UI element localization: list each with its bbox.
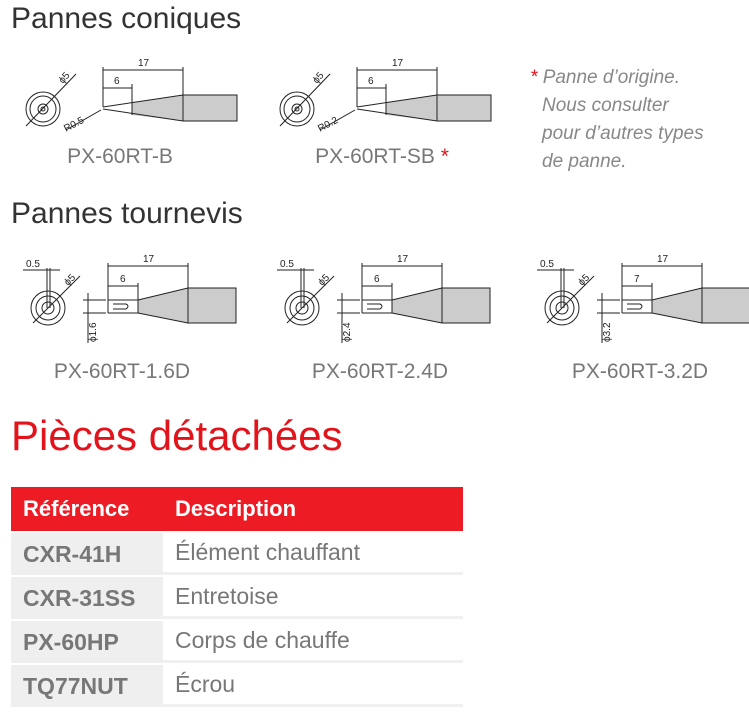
tip-diagram-conical-2: ϕ5 17 6R0.2 [279,58,492,135]
tip-diagram-screwdriver-3: 0.5 ϕ5 17 7 ϕ3.2 [537,254,749,343]
header-description: Description [175,496,297,521]
model-label: PX-60RT-3.2D [571,360,709,383]
svg-text:6: 6 [374,274,380,285]
section-title-conical: Pannes coniques [11,2,242,35]
svg-text:ϕ1.6: ϕ1.6 [88,322,99,342]
model-label: PX-60RT-1.6D [53,360,191,383]
svg-text:R0.5: R0.5 [62,115,86,135]
svg-text:17: 17 [392,58,404,69]
note: * Panne d’origine. Nous consulter pour d… [530,67,704,172]
svg-text:0.5: 0.5 [280,259,294,270]
section-title-screwdriver: Pannes tournevis [11,197,243,230]
tip-diagram-screwdriver-2: 0.5 ϕ5 17 6 ϕ2.4 [277,254,491,343]
table-header: Référence Description [11,487,463,531]
svg-text:0.5: 0.5 [26,259,40,270]
svg-text:0.5: 0.5 [540,259,554,270]
svg-text:ϕ5: ϕ5 [57,70,73,86]
model-label: PX-60RT-B [67,145,173,168]
svg-text:17: 17 [138,58,150,69]
model-label: PX-60RT-2.4D [311,360,449,383]
svg-text:17: 17 [397,254,409,265]
tip-diagram-screwdriver-1: 0.5 ϕ5 17 6 ϕ1.6 [23,254,237,343]
tip-diagram-conical-1: ϕ5 17 6R0.5 [25,58,238,135]
cell-reference: PX-60HP [11,621,163,663]
cell-description: Élément chauffant [163,533,463,575]
model-label: PX-60RT-SB * [315,145,449,168]
cell-reference: CXR-41H [11,533,163,575]
svg-text:6: 6 [114,76,120,87]
cell-description: Écrou [163,665,463,707]
cell-description: Entretoise [163,577,463,619]
cell-reference: TQ77NUT [11,665,163,707]
svg-text:ϕ5: ϕ5 [576,272,592,288]
cell-description: Corps de chauffe [163,621,463,663]
section-title-parts: Pièces détachées [11,412,343,459]
svg-text:6: 6 [368,76,374,87]
svg-text:ϕ5: ϕ5 [316,272,332,288]
svg-text:6: 6 [120,274,126,285]
svg-text:7: 7 [634,274,640,285]
svg-text:ϕ5: ϕ5 [311,70,327,86]
svg-text:ϕ3.2: ϕ3.2 [602,322,613,342]
header-reference: Référence [23,496,130,521]
svg-text:ϕ5: ϕ5 [62,272,78,288]
svg-text:ϕ2.4: ϕ2.4 [342,322,353,342]
cell-reference: CXR-31SS [11,577,163,619]
svg-text:17: 17 [143,254,155,265]
svg-text:R0.2: R0.2 [316,115,340,135]
svg-text:17: 17 [657,254,669,265]
